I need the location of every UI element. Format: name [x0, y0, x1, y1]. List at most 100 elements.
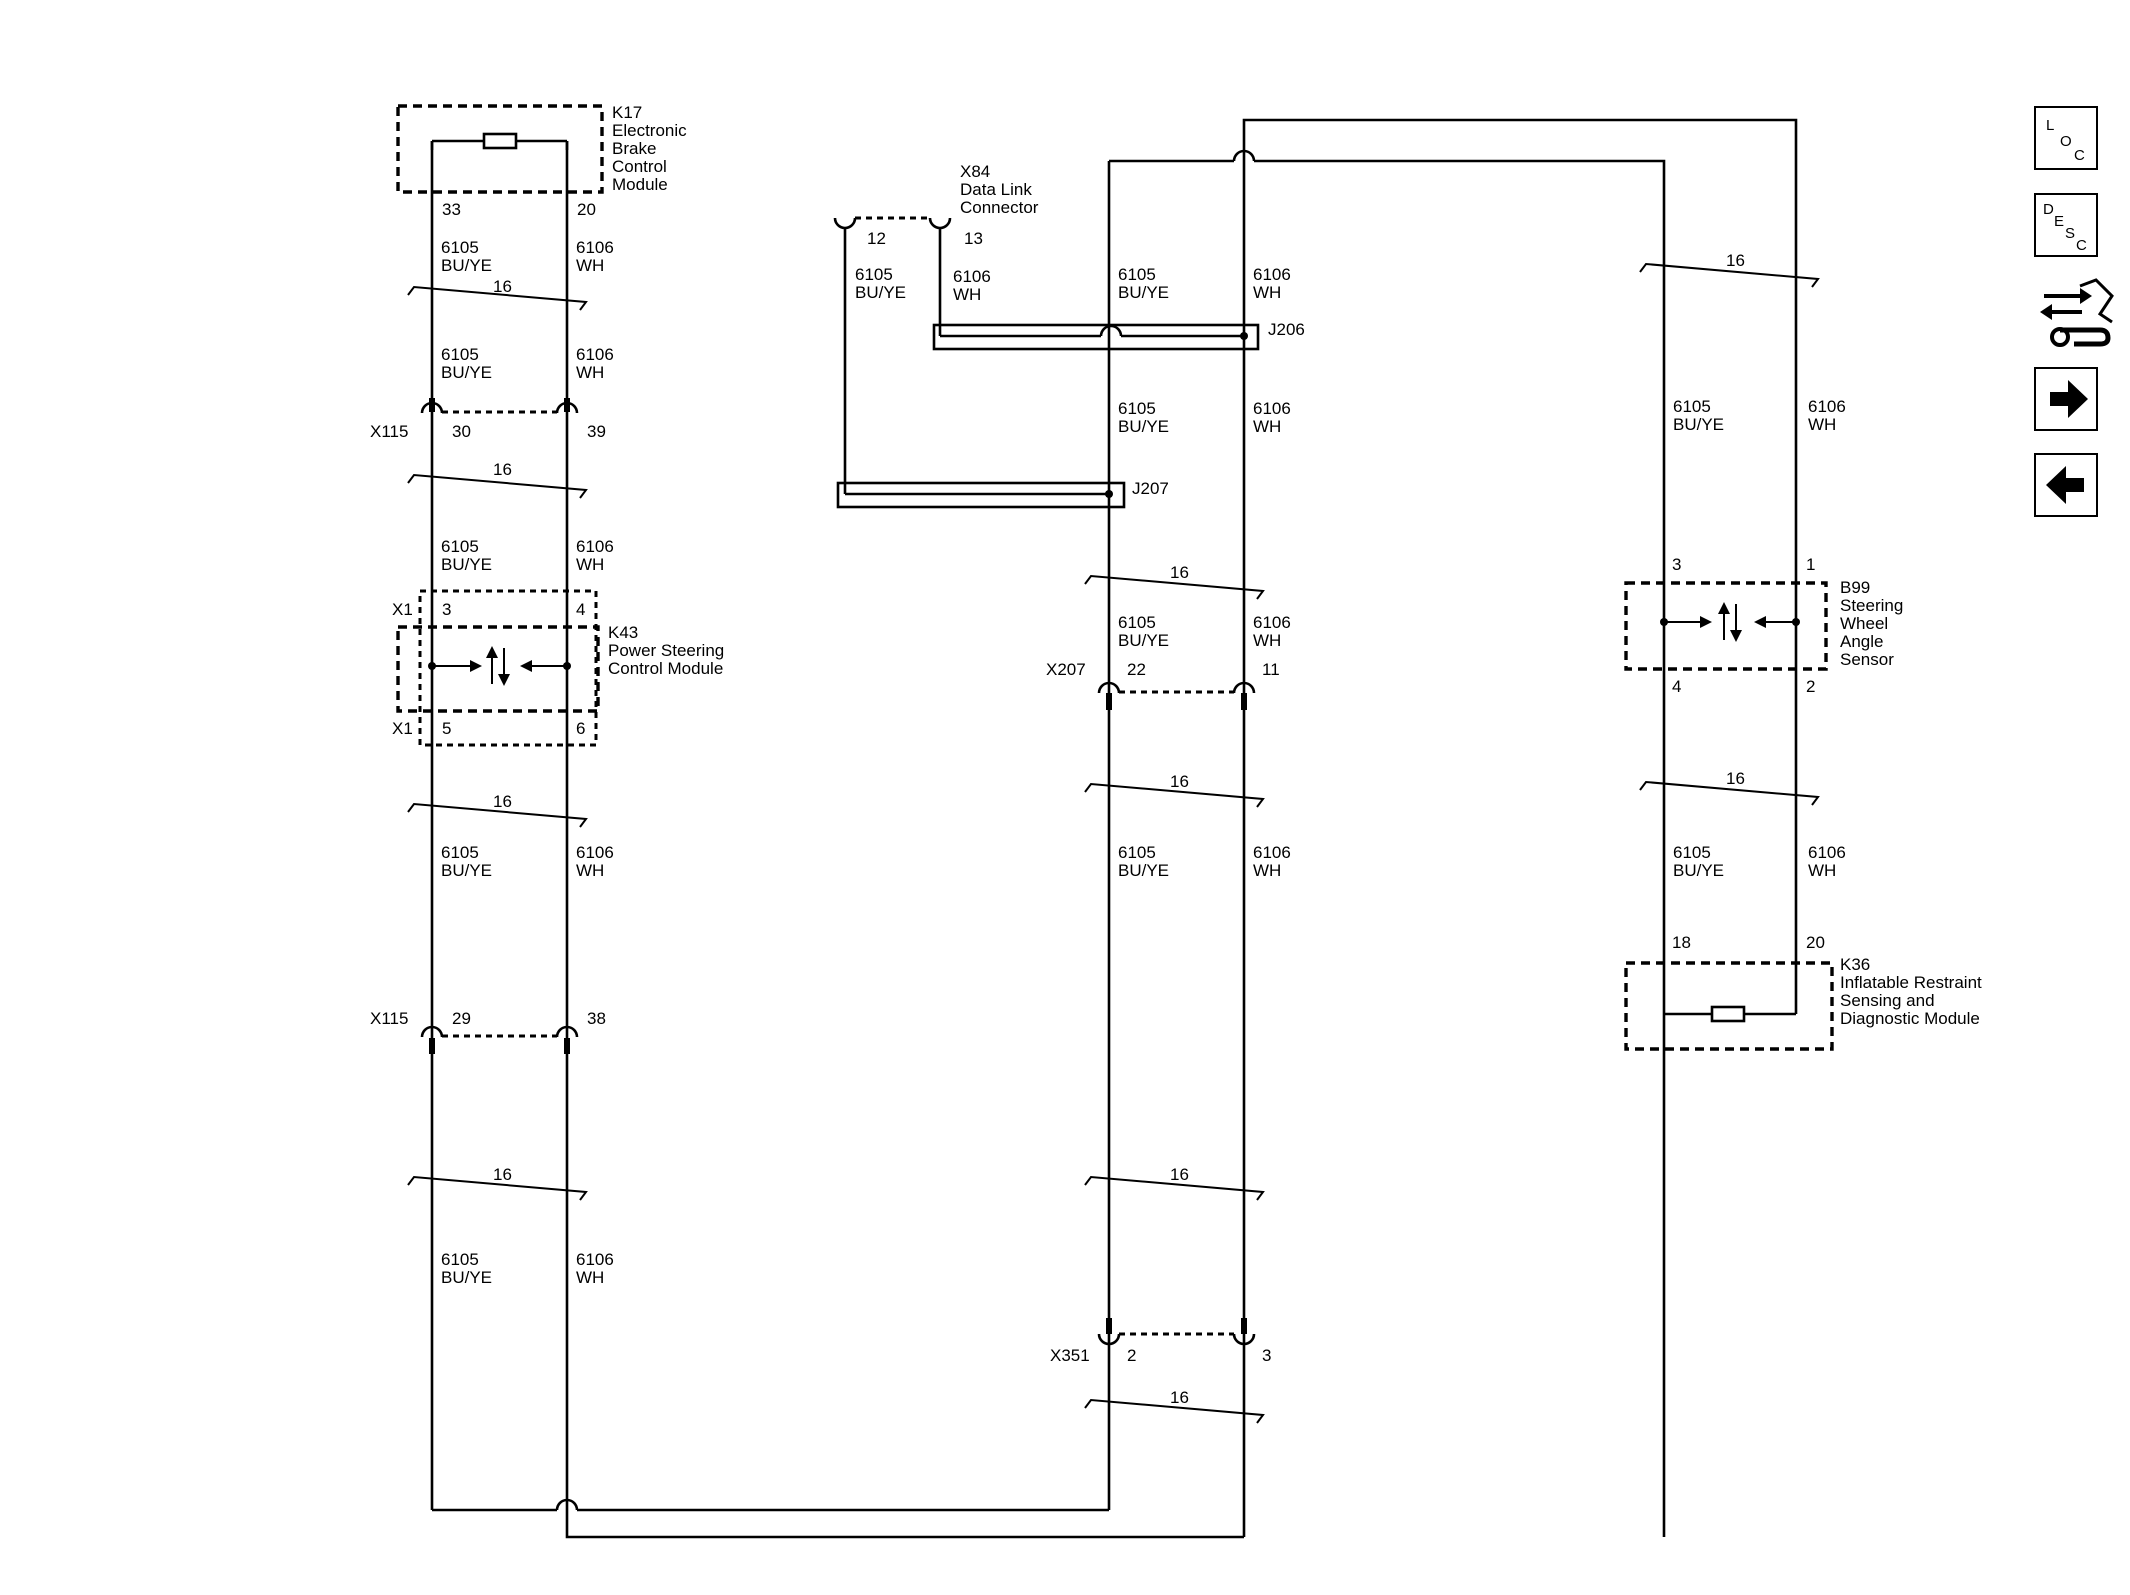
x115-bottom-connector[interactable]: X115 29 38 [370, 1009, 606, 1054]
wire-circuit-label: 6105 [1673, 397, 1711, 416]
wire-color-label: WH [576, 1268, 604, 1287]
x351-ref: X351 [1050, 1346, 1090, 1365]
middle-wire-pair [1107, 161, 1246, 1537]
k43-ref: K43 [608, 623, 638, 642]
wire-color-label: WH [576, 555, 604, 574]
wire-circuit-label: 6105 [441, 843, 479, 862]
k17-pin-20: 20 [577, 200, 596, 219]
wire-color-label: WH [1253, 417, 1281, 436]
wire-circuit-label: 6106 [1253, 843, 1291, 862]
wire-color-label: WH [1808, 861, 1836, 880]
left-twist-markers: 16 16 16 16 [407, 277, 588, 1201]
middle-twist-markers: 16 16 16 16 [1084, 563, 1265, 1424]
desc-letter-s: S [2065, 225, 2075, 242]
k17-label-1: Electronic [612, 121, 687, 140]
k43-pin-5: 5 [442, 719, 451, 738]
wire-color-label: WH [1253, 861, 1281, 880]
twist-label: 16 [493, 1165, 512, 1184]
k43-module[interactable]: X1 3 4 K43 Power Steering Control Module… [392, 589, 724, 747]
wire-circuit-label: 6106 [1253, 265, 1291, 284]
wire-color-label: BU/YE [441, 256, 492, 275]
desc-letter-d: D [2043, 201, 2054, 218]
x351-connector[interactable]: X351 2 3 [1050, 1318, 1271, 1365]
j207-splice-pack[interactable]: J207 [836, 479, 1169, 509]
wire-circuit-label: 6105 [1118, 265, 1156, 284]
x115-ref: X115 [370, 1009, 408, 1028]
prev-arrow-icon [2046, 466, 2084, 504]
x115-pin-30: 30 [452, 422, 471, 441]
j207-ref: J207 [1132, 479, 1169, 498]
twist-label: 16 [493, 460, 512, 479]
k17-module[interactable]: K17 Electronic Brake Control Module 33 2… [396, 103, 687, 219]
twist-label: 16 [493, 792, 512, 811]
wire-color-label: WH [576, 861, 604, 880]
loc-letter-c: C [2074, 147, 2085, 164]
twist-label: 16 [1170, 772, 1189, 791]
wire-circuit-label: 6106 [1253, 613, 1291, 632]
wire-color-label: BU/YE [441, 1268, 492, 1287]
desc-button[interactable]: D E S C [2034, 193, 2098, 257]
k36-load-resistor [1710, 1005, 1746, 1023]
connector-icon[interactable] [2040, 278, 2114, 347]
x207-pin-22: 22 [1127, 660, 1146, 679]
wire-color-label: BU/YE [1118, 283, 1169, 302]
b99-pin-1: 1 [1806, 555, 1815, 574]
wire-circuit-label: 6105 [1118, 843, 1156, 862]
x207-pin-11: 11 [1262, 660, 1280, 679]
wire-color-label: WH [1808, 415, 1836, 434]
k17-pin-33: 33 [442, 200, 461, 219]
k36-label-1: Inflatable Restraint [1840, 973, 1982, 992]
x84-data-link-connector[interactable]: X84 Data Link Connector 12 13 [833, 162, 1039, 248]
wire-color-label: WH [576, 256, 604, 275]
wire-circuit-label: 6105 [1118, 399, 1156, 418]
wire-circuit-label: 6106 [953, 267, 991, 286]
x207-connector[interactable]: X207 22 11 [1046, 660, 1280, 710]
x84-pin-13: 13 [964, 229, 983, 248]
wire-color-label: WH [1253, 631, 1281, 650]
loc-button[interactable]: L O C [2034, 106, 2098, 170]
k17-ref: K17 [612, 103, 642, 122]
x115-pin-29: 29 [452, 1009, 471, 1028]
loc-letter-l: L [2046, 117, 2054, 134]
twist-label: 16 [1170, 1165, 1189, 1184]
outer-loop-wire [1242, 118, 1798, 1014]
wire-circuit-label: 6105 [1118, 613, 1156, 632]
desc-letter-c: C [2076, 237, 2087, 254]
wire-color-label: BU/YE [441, 555, 492, 574]
x115-top-connector[interactable]: X115 30 39 [370, 398, 606, 441]
k43-x1-connector [418, 589, 598, 747]
next-arrow-icon [2050, 380, 2088, 418]
k36-inflatable-restraint-module[interactable]: 18 20 K36 Inflatable Restraint Sensing a… [1624, 933, 1982, 1051]
k17-label-2: Brake [612, 139, 656, 158]
k17-label-3: Control [612, 157, 667, 176]
wire-circuit-label: 6106 [1808, 397, 1846, 416]
left-wire-pair [430, 141, 569, 1510]
twist-label: 16 [493, 277, 512, 296]
k43-pin-4: 4 [576, 600, 585, 619]
twist-label: 16 [1726, 251, 1745, 270]
j206-splice-pack[interactable]: J206 [932, 320, 1305, 351]
wire-color-label: BU/YE [1118, 417, 1169, 436]
wire-circuit-label: 6106 [1253, 399, 1291, 418]
loc-letter-o: O [2060, 133, 2072, 150]
wire-color-label: WH [953, 285, 981, 304]
wire-circuit-label: 6105 [441, 238, 479, 257]
prev-arrow-button[interactable] [2034, 453, 2098, 517]
k43-pin-6: 6 [576, 719, 585, 738]
wire-circuit-label: 6106 [576, 238, 614, 257]
right-twist-markers: 16 16 [1639, 251, 1820, 806]
k36-ref: K36 [1840, 955, 1870, 974]
b99-pin-2: 2 [1806, 677, 1815, 696]
next-arrow-button[interactable] [2034, 367, 2098, 431]
k36-pin-20: 20 [1806, 933, 1825, 952]
x115-ref: X115 [370, 422, 408, 441]
b99-pin-3: 3 [1672, 555, 1681, 574]
j206-ref: J206 [1268, 320, 1305, 339]
x84-label-1: Data Link [960, 180, 1032, 199]
x207-ref: X207 [1046, 660, 1086, 679]
wire-circuit-label: 6105 [441, 537, 479, 556]
middle-wire-labels: 6105 BU/YE 6106 WH 6105 BU/YE 6106 WH 61… [1118, 265, 1291, 880]
b99-steering-wheel-angle-sensor[interactable]: 3 1 4 2 B99 Steering Wheel Angle Sensor [1624, 555, 1903, 696]
k43-label-1: Power Steering [608, 641, 724, 660]
